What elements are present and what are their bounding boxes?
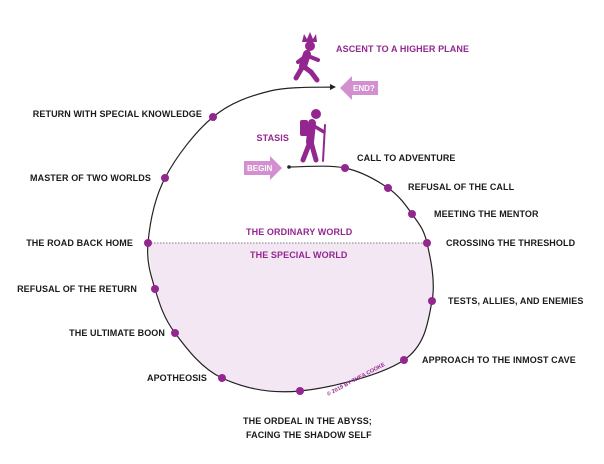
stage-approach-inmost-cave: APPROACH TO THE INMOST CAVE <box>422 355 576 365</box>
stage-dot <box>341 164 349 172</box>
stage-tests-allies-enemies: TESTS, ALLIES, AND ENEMIES <box>448 296 584 306</box>
stage-road-back-home: THE ROAD BACK HOME <box>26 238 133 248</box>
stage-ordeal-line1: THE ORDEAL IN THE ABYSS; <box>243 416 372 426</box>
stage-master-two-worlds: MASTER OF TWO WORLDS <box>30 173 151 183</box>
stage-dot <box>408 210 416 218</box>
stage-dot <box>296 387 304 395</box>
stasis-label: STASIS <box>256 133 289 143</box>
crowned-walker-icon <box>293 32 320 83</box>
begin-arrow: BEGIN <box>244 156 282 180</box>
stage-ultimate-boon: THE ULTIMATE BOON <box>69 328 165 338</box>
stage-dot <box>151 285 159 293</box>
stage-dot <box>144 239 152 247</box>
stage-refusal-of-return: REFUSAL OF THE RETURN <box>17 284 137 294</box>
stage-dot <box>400 356 408 364</box>
stage-dot <box>428 297 436 305</box>
stage-return-special-knowledge: RETURN WITH SPECIAL KNOWLEDGE <box>32 109 202 119</box>
ascent-label: ASCENT TO A HIGHER PLANE <box>336 44 470 54</box>
spiral-end-arrowhead <box>330 84 336 90</box>
begin-label: BEGIN <box>247 164 273 173</box>
stage-refusal-of-call: REFUSAL OF THE CALL <box>408 182 515 192</box>
stage-dot <box>161 174 169 182</box>
stage-dot <box>218 374 226 382</box>
special-world-fill <box>148 238 434 392</box>
stage-crossing-threshold: CROSSING THE THRESHOLD <box>446 238 576 248</box>
end-arrow: END? <box>340 76 378 100</box>
stage-dot <box>423 239 431 247</box>
stage-apotheosis: APOTHEOSIS <box>146 373 207 383</box>
stage-ordeal-line2: FACING THE SHADOW SELF <box>246 430 372 440</box>
stage-dot <box>384 184 392 192</box>
ordinary-world-label: THE ORDINARY WORLD <box>246 227 353 237</box>
end-label: END? <box>353 84 375 93</box>
stage-dot <box>171 329 179 337</box>
spiral-start-point <box>287 165 291 169</box>
journey-spiral <box>147 86 434 393</box>
stage-meeting-mentor: MEETING THE MENTOR <box>434 209 539 219</box>
hiker-icon <box>300 109 326 163</box>
stage-call-to-adventure: CALL TO ADVENTURE <box>357 153 456 163</box>
stage-dot <box>209 113 217 121</box>
special-world-label: THE SPECIAL WORLD <box>250 250 348 260</box>
